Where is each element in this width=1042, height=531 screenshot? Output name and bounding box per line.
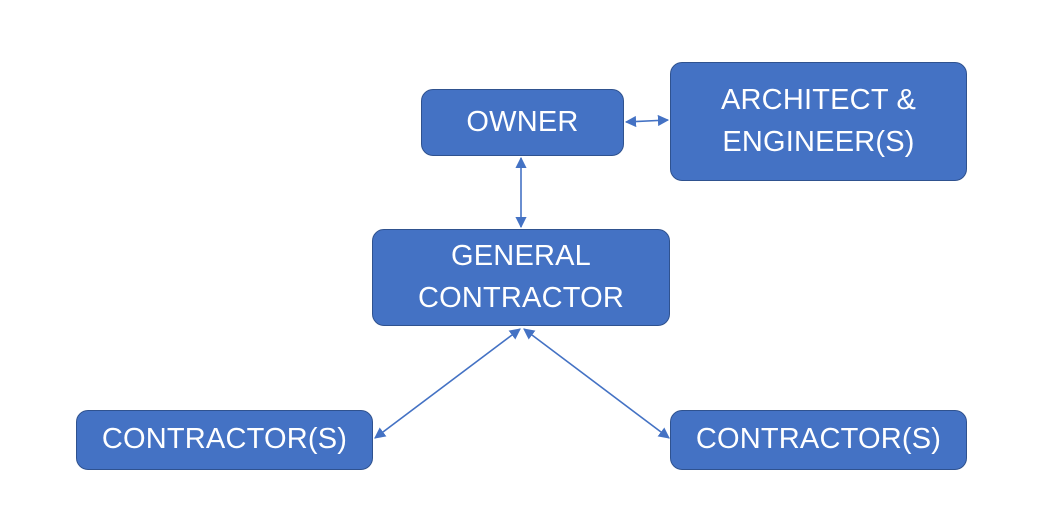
general-contractor-label-line2: CONTRACTOR — [417, 281, 625, 314]
contractors-right-label: CONTRACTOR(S) — [695, 423, 942, 456]
architect-engineers-label-line2: ENGINEER(S) — [722, 125, 915, 158]
contractors-right-box[interactable]: CONTRACTOR(S) — [670, 410, 967, 470]
connector-owner-architect[interactable] — [624, 114, 670, 128]
owner-label: OWNER — [466, 105, 579, 138]
connector-general-contractor-left-contractors[interactable] — [374, 328, 521, 439]
connector-general-contractor-right-contractors[interactable] — [523, 328, 670, 439]
contractors-left-label: CONTRACTOR(S) — [101, 423, 348, 456]
general-contractor-box[interactable]: GENERAL CONTRACTOR — [372, 229, 670, 326]
contractors-left-box[interactable]: CONTRACTOR(S) — [76, 410, 373, 470]
general-contractor-label-line1: GENERAL — [451, 240, 591, 273]
architect-engineers-box[interactable]: ARCHITECT & ENGINEER(S) — [670, 62, 967, 181]
owner-box[interactable]: OWNER — [421, 89, 624, 156]
architect-engineers-label-line1: ARCHITECT & — [720, 84, 917, 117]
